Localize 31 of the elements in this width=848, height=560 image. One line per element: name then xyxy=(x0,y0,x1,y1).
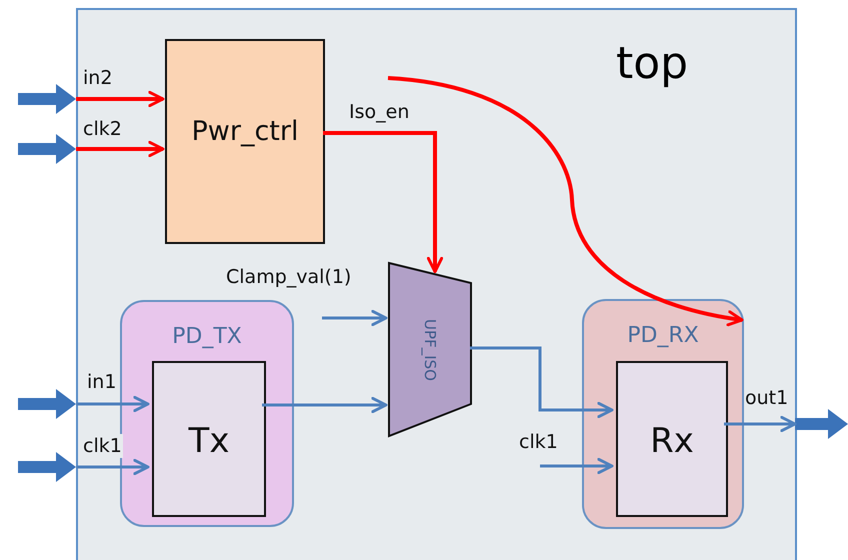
cell-label: UPF_ISO xyxy=(421,319,439,381)
domain-label: PD_RX xyxy=(626,323,700,348)
signal-arrow xyxy=(76,458,150,476)
module-box xyxy=(152,361,266,517)
power-domain-box xyxy=(120,300,294,527)
signal-label: clk1 xyxy=(82,434,123,458)
domain-label: PD_TX xyxy=(171,324,243,349)
block-frame xyxy=(76,8,797,560)
isolation-cell xyxy=(388,262,472,437)
module-label: Tx xyxy=(187,421,230,461)
port-arrow-icon xyxy=(18,134,76,164)
signal-arrow xyxy=(540,458,614,474)
signal-arrow xyxy=(470,346,614,418)
signal-arrow xyxy=(322,310,388,326)
port-arrow-icon xyxy=(18,84,76,114)
signal-arrow xyxy=(323,131,444,274)
port-arrow-icon xyxy=(18,389,76,419)
signal-arrow xyxy=(388,76,744,326)
signal-arrow xyxy=(724,416,796,432)
block-title: top xyxy=(616,38,688,89)
port-arrow-icon xyxy=(795,409,848,439)
power-domain-box xyxy=(582,299,744,529)
module-label: Rx xyxy=(649,421,695,461)
module-box xyxy=(616,361,728,517)
signal-arrow xyxy=(76,90,164,108)
signal-arrow xyxy=(262,396,388,414)
signal-arrow xyxy=(76,140,164,158)
module-label: Pwr_ctrl xyxy=(190,116,300,147)
module-box xyxy=(165,39,325,244)
signal-arrow xyxy=(76,396,150,412)
port-arrow-icon xyxy=(18,452,76,482)
